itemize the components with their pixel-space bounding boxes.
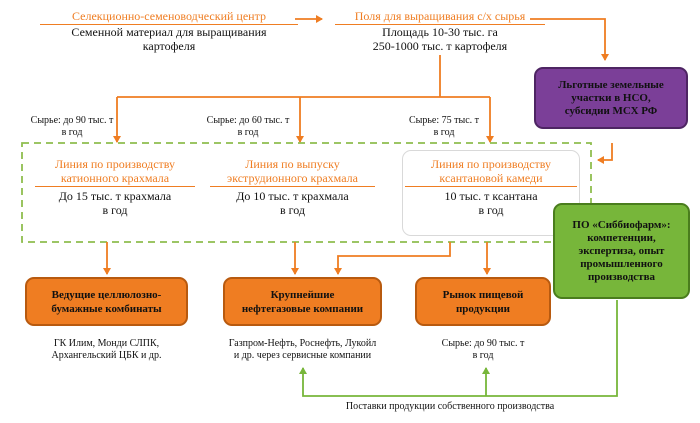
breeding-center-desc: Семенной материал для выращивания [71, 25, 267, 39]
sibbiopharm-line-2: компетенции, [587, 231, 656, 244]
market-box-3: Рынок пищевой продукции [415, 277, 551, 326]
raw-label-2-period: в год [237, 127, 259, 138]
fields: Поля для выращивания с/х сырья Площадь 1… [335, 9, 545, 53]
arrow-line3-market2 [334, 242, 451, 275]
market-3-line-1: Рынок пищевой [442, 288, 524, 301]
market-1-line-2: бумажные комбинаты [51, 302, 162, 315]
production-line-3-title-2: ксантановой камеди [405, 171, 577, 187]
market-2-line-2: нефтегазовые компании [241, 302, 364, 315]
market-box-1: Ведущие целлюлозно- бумажные комбинаты [25, 277, 188, 326]
green-supply-loop [299, 300, 618, 397]
market-3-note-line-1: Сырье: до 90 тыс. т [441, 338, 525, 349]
market-3-line-2: продукции [455, 302, 511, 315]
market-2-note: Газпром-Нефть, Роснефть, Лукойл и др. че… [205, 338, 400, 362]
sibbiopharm-line-5: производства [587, 270, 656, 283]
sibbiopharm-line-1: ПО «Сиббиофарм»: [572, 218, 671, 231]
breeding-center: Селекционно-семеноводческий центр Семенн… [40, 9, 298, 53]
production-lines-group [21, 142, 592, 243]
production-line-1: Линия по производству катионного крахмал… [35, 157, 195, 217]
production-line-2-period: в год [279, 203, 306, 217]
market-2-note-line-2: и др. через сервисные компании [233, 350, 372, 361]
production-line-2-output: До 10 тыс. т крахмала [236, 189, 349, 203]
market-1-line-1: Ведущие целлюлозно- [51, 288, 162, 301]
market-3-note: Сырье: до 90 тыс. т в год [415, 338, 551, 362]
production-line-3-output: 10 тыс. т ксантана [444, 189, 538, 203]
raw-label-1: Сырье: до 90 тыс. т в год [28, 115, 116, 139]
production-line-3-box [402, 150, 580, 236]
breeding-center-desc-2: картофеля [142, 39, 196, 53]
support-line-1: Льготные земельные [558, 78, 664, 91]
raw-label-2: Сырье: до 60 тыс. т в год [202, 115, 294, 139]
production-line-1-title-2: катионного крахмала [35, 171, 195, 187]
raw-label-1-period: в год [61, 127, 83, 138]
fields-yield: 250-1000 тыс. т картофеля [372, 39, 508, 53]
market-1-note-line-2: Архангельский ЦБК и др. [51, 350, 162, 361]
production-line-1-title: Линия по производству [54, 157, 176, 171]
market-2-line-1: Крупнейшие [270, 288, 335, 301]
raw-label-3-amount: Сырье: 75 тыс. т [408, 115, 480, 126]
arrow-support-to-lines [597, 143, 613, 164]
raw-label-3: Сырье: 75 тыс. т в год [404, 115, 484, 139]
production-line-2-title: Линия по выпуску [245, 157, 340, 171]
raw-label-2-amount: Сырье: до 60 тыс. т [206, 115, 290, 126]
raw-label-1-amount: Сырье: до 90 тыс. т [30, 115, 114, 126]
sibbiopharm-line-4: промышленного [580, 257, 663, 270]
arrow-fields-to-support [530, 18, 609, 61]
breeding-center-title: Селекционно-семеноводческий центр [40, 9, 298, 25]
production-line-3: Линия по производству ксантановой камеди… [405, 157, 577, 217]
production-line-3-title: Линия по производству [430, 157, 552, 171]
fields-title: Поля для выращивания с/х сырья [335, 9, 545, 25]
support-box: Льготные земельные участки в НСО, субсид… [534, 67, 688, 129]
production-line-2: Линия по выпуску экструдионного крахмала… [210, 157, 375, 217]
sibbiopharm-line-3: экспертиза, опыт [578, 244, 665, 257]
supply-label: Поставки продукции собственного производ… [300, 401, 600, 413]
raw-label-3-period: в год [433, 127, 455, 138]
support-line-2: участки в НСО, [571, 91, 651, 104]
production-line-1-output: До 15 тыс. т крахмала [58, 189, 172, 203]
production-line-3-period: в год [478, 203, 504, 217]
sibbiopharm-box: ПО «Сиббиофарм»: компетенции, экспертиза… [553, 203, 690, 299]
production-line-1-period: в год [102, 203, 128, 217]
market-2-note-line-1: Газпром-Нефть, Роснефть, Лукойл [228, 338, 377, 349]
support-line-3: субсидии МСХ РФ [564, 104, 658, 117]
market-box-2: Крупнейшие нефтегазовые компании [223, 277, 382, 326]
market-1-note: ГК Илим, Монди СЛПК, Архангельский ЦБК и… [25, 338, 188, 362]
market-3-note-line-2: в год [472, 350, 494, 361]
production-line-2-title-2: экструдионного крахмала [210, 171, 375, 187]
market-1-note-line-1: ГК Илим, Монди СЛПК, [53, 338, 160, 349]
fields-area: Площадь 10-30 тыс. га [382, 25, 498, 39]
